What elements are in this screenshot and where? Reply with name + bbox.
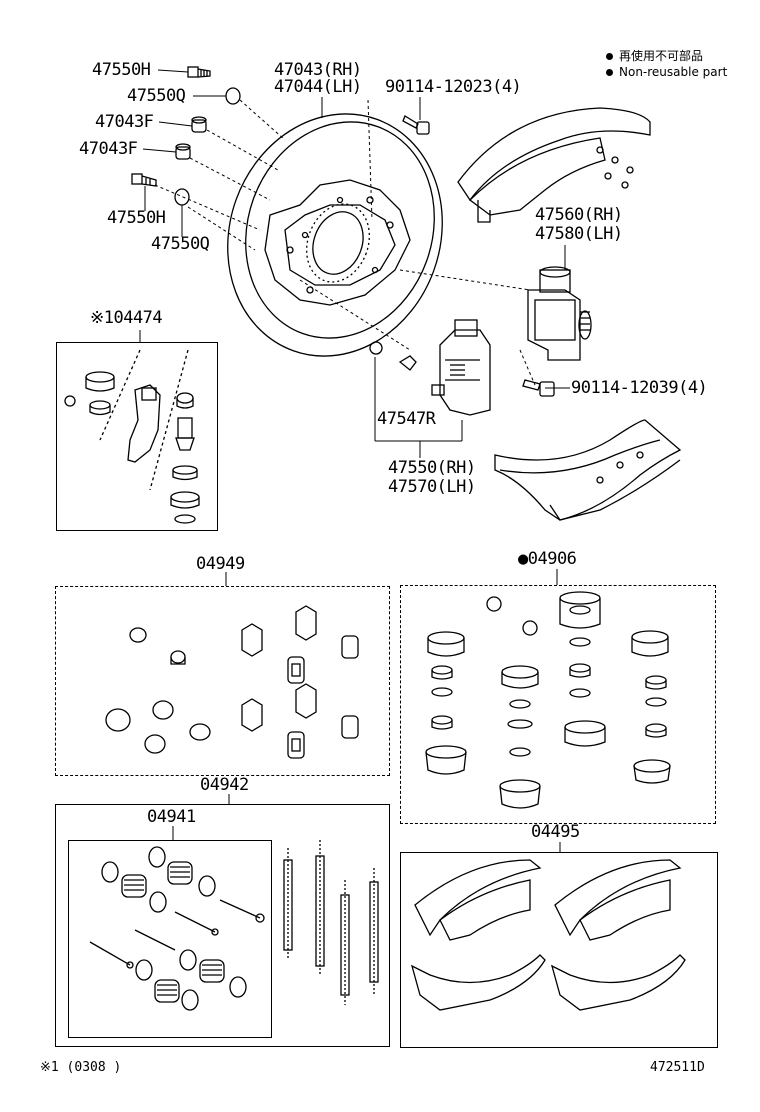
brake-shoe-lower	[494, 419, 682, 521]
plug-icon	[369, 341, 383, 355]
label-fitting-1[interactable]: 47043F	[95, 112, 154, 132]
bolt-90114-12023	[402, 115, 430, 135]
wheel-cylinder-47560	[527, 266, 592, 361]
label-plug-lower[interactable]: 47550Q	[151, 234, 210, 254]
kit-04474-parts	[64, 349, 200, 524]
kit-04906-parts	[425, 591, 671, 809]
kit-04949-parts	[105, 605, 359, 759]
legend-jp: 再使用不可部品	[606, 50, 703, 62]
plug-47550q-top	[225, 87, 241, 105]
bolt-47550h-top	[187, 66, 211, 78]
brake-shoe-upper	[457, 107, 651, 223]
label-repair-kit[interactable]: 47547R	[377, 409, 436, 429]
label-kit-04942[interactable]: 04942	[200, 775, 249, 795]
label-bolt-lower[interactable]: 47550H	[107, 208, 166, 228]
label-plug-top[interactable]: 47550Q	[127, 86, 186, 106]
wheel-cylinder-47550	[431, 319, 491, 416]
kit-04949-box	[55, 586, 390, 776]
kit-04495-box	[400, 852, 718, 1048]
label-bolt-spec-2[interactable]: 90114-12039(4)	[571, 378, 708, 398]
footer-code: 472511D	[650, 1060, 705, 1075]
bolt-90114-12039	[522, 379, 555, 397]
label-cylinder-lh[interactable]: 47570(LH)	[388, 477, 476, 497]
footer-note: ※1 (0308 )	[40, 1060, 122, 1075]
label-wheel-cylinder-lh[interactable]: 47580(LH)	[535, 224, 623, 244]
label-bolt-top[interactable]: 47550H	[92, 60, 151, 80]
kit-04942-box	[55, 804, 390, 1047]
label-kit-04474[interactable]: ※104474	[90, 308, 163, 328]
label-backing-plate-rh[interactable]: 47043(RH)	[274, 60, 362, 80]
exploded-lines	[154, 99, 536, 386]
bolt-47550h-lower	[131, 173, 157, 187]
label-kit-04941[interactable]: 04941	[147, 807, 196, 827]
label-fitting-2[interactable]: 47043F	[79, 139, 138, 159]
label-kit-04906[interactable]: ●04906	[518, 549, 577, 569]
bullet-icon	[606, 69, 613, 76]
backing-plate	[227, 113, 443, 357]
label-kit-04949[interactable]: 04949	[196, 554, 245, 574]
kit-04941-parts	[89, 846, 265, 1011]
fitting-47043f-1	[191, 116, 207, 133]
bleeder-icon	[398, 355, 417, 371]
plug-47550q-lower	[174, 188, 190, 206]
label-bolt-spec-1[interactable]: 90114-12023(4)	[385, 77, 522, 97]
label-wheel-cylinder-rh[interactable]: 47560(RH)	[535, 205, 623, 225]
label-cylinder-rh[interactable]: 47550(RH)	[388, 458, 476, 478]
leader-lines	[139, 69, 570, 852]
label-kit-04495[interactable]: 04495	[531, 822, 580, 842]
kit-04474-box	[56, 342, 218, 531]
legend-en: Non-reusable part	[606, 66, 727, 78]
bullet-icon	[606, 53, 613, 60]
kit-04495-shoes	[410, 859, 686, 1011]
kit-04906-box	[400, 585, 716, 824]
label-backing-plate-lh[interactable]: 47044(LH)	[274, 77, 362, 97]
kit-04942-springs	[283, 840, 379, 1005]
kit-04941-box	[68, 840, 272, 1038]
fitting-47043f-2	[175, 143, 191, 160]
